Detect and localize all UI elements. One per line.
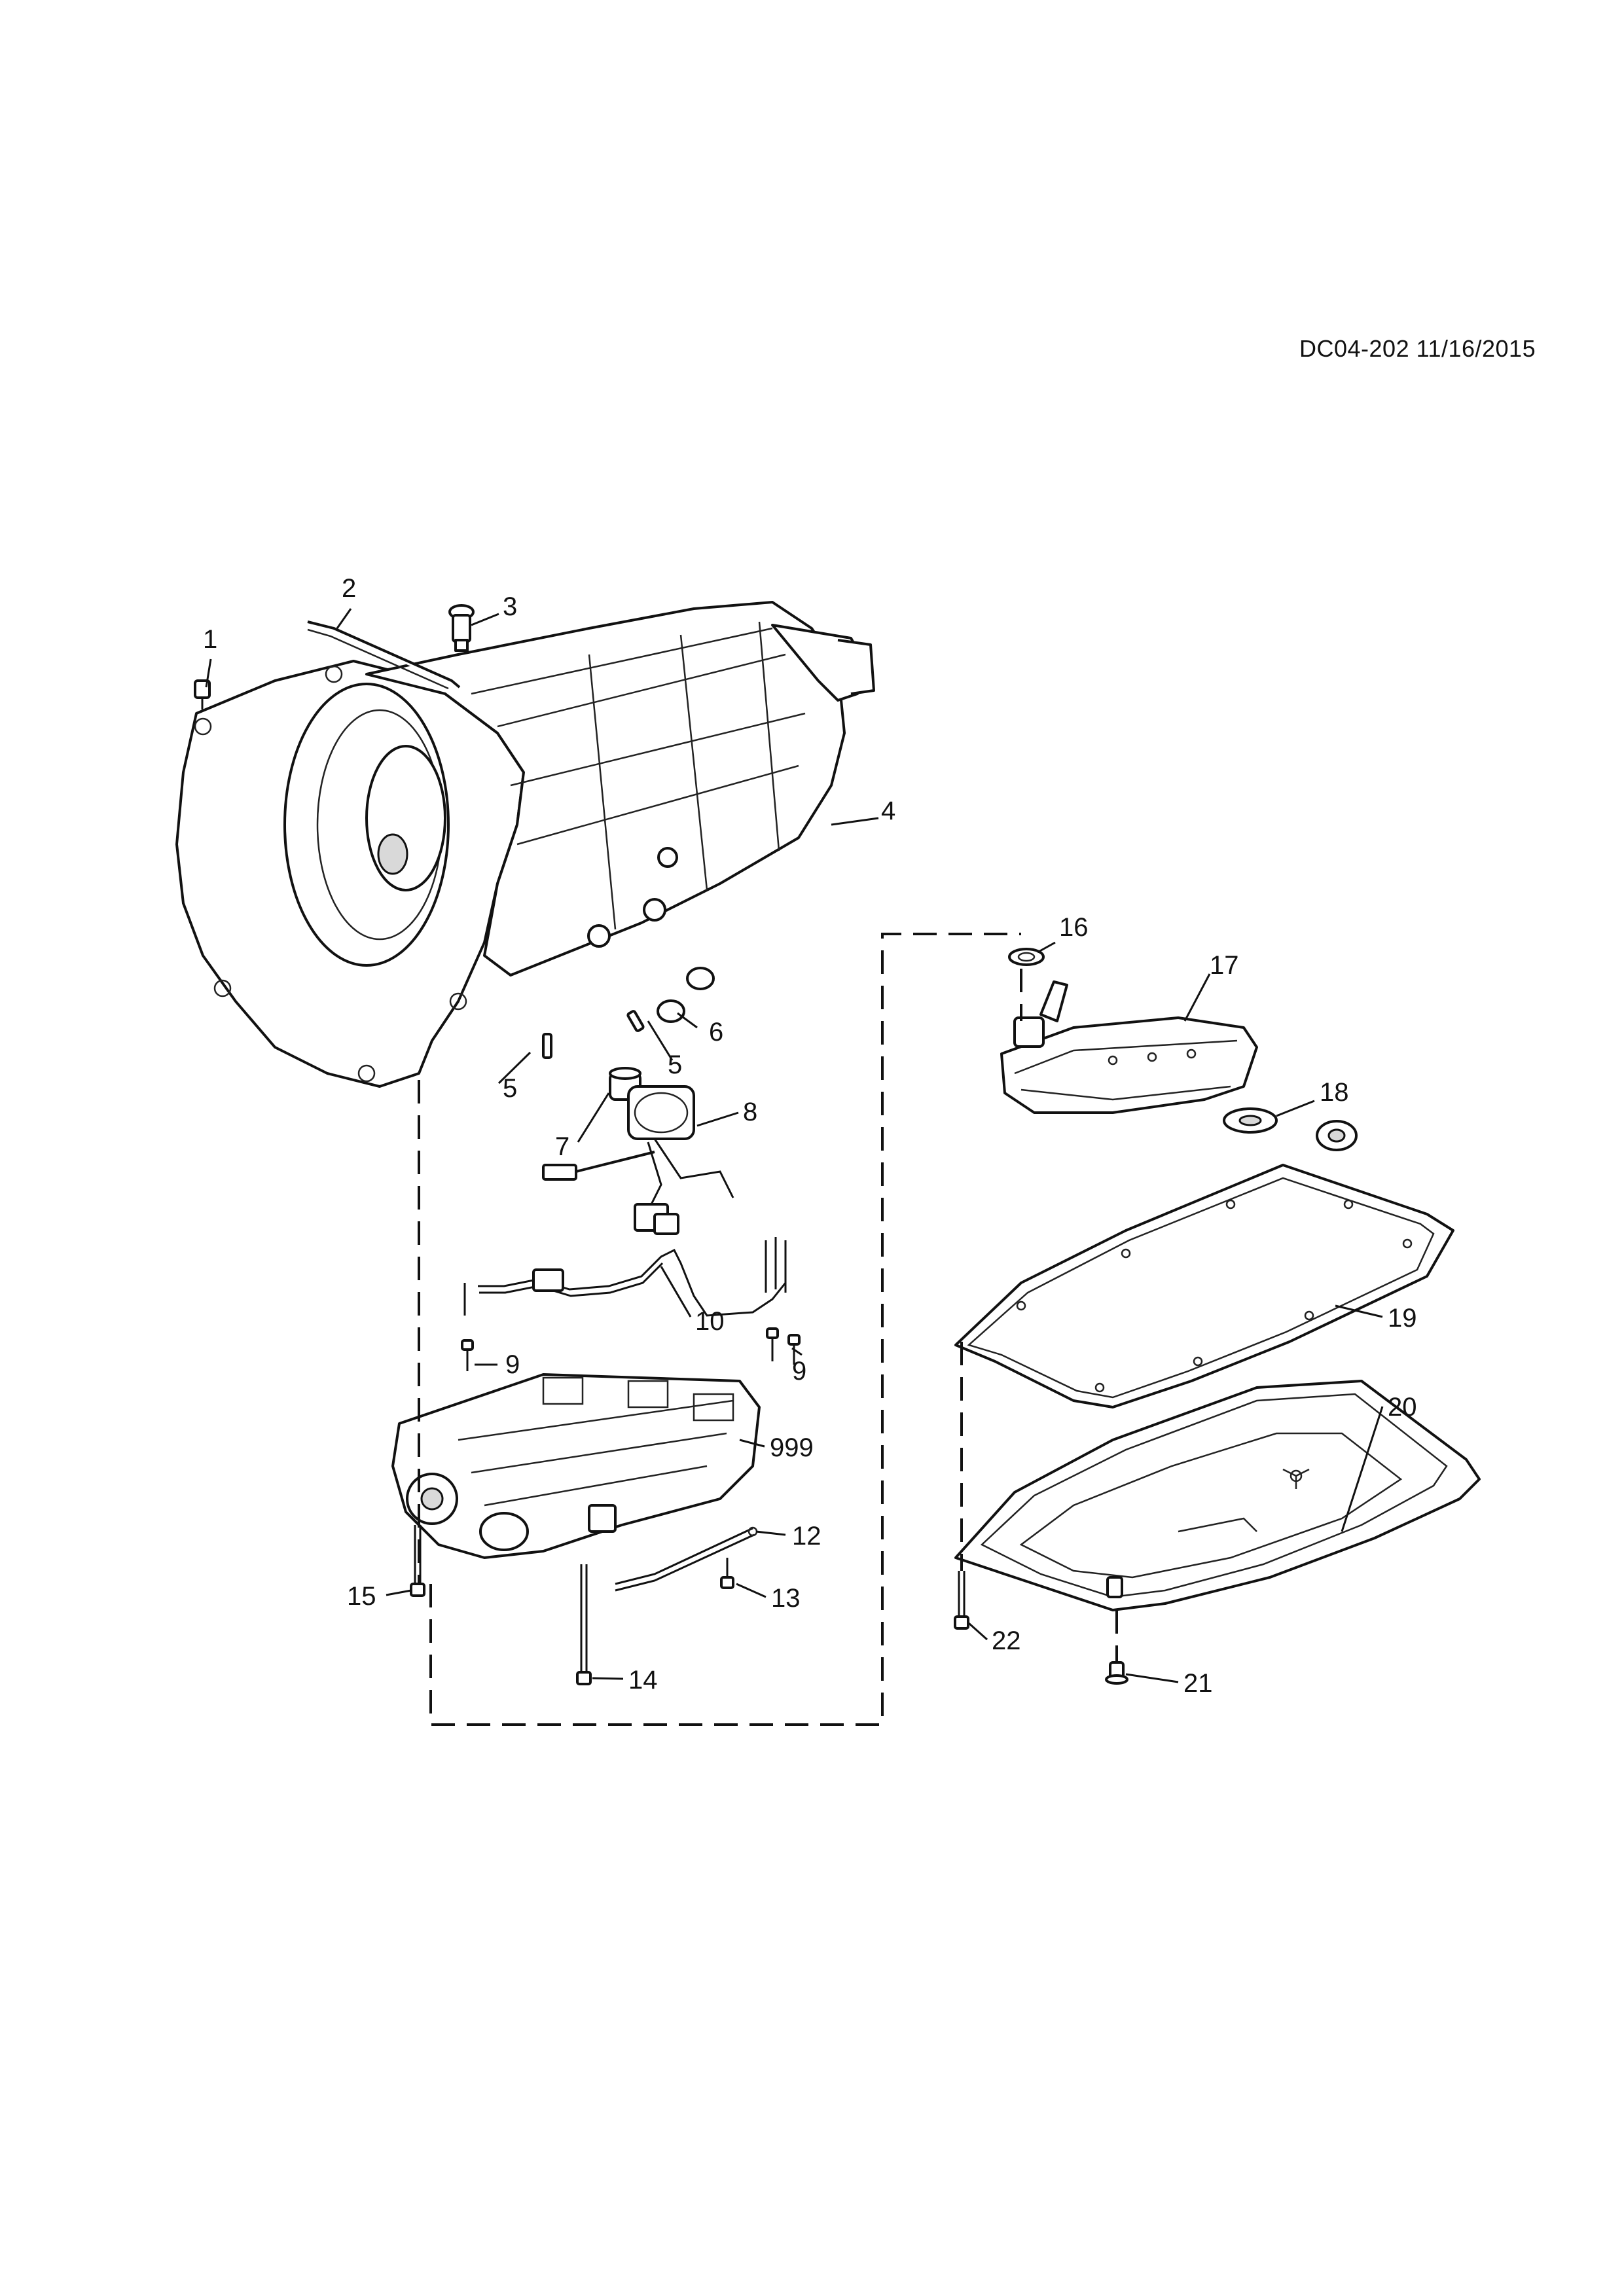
part-6-plugs bbox=[657, 967, 715, 1023]
part-22-pan-bolt bbox=[954, 1571, 969, 1630]
transmission-case bbox=[175, 601, 875, 1088]
callout-18: 18 bbox=[1320, 1078, 1349, 1107]
part-12-bracket bbox=[615, 1526, 758, 1592]
callout-14: 14 bbox=[628, 1666, 658, 1695]
part-5-pins bbox=[542, 1010, 645, 1059]
callout-3: 3 bbox=[503, 592, 517, 621]
callout-10: 10 bbox=[695, 1307, 725, 1336]
document-id-date: DC04-202 11/16/2015 bbox=[1299, 335, 1536, 362]
assembly-reference-lines bbox=[418, 933, 1118, 1726]
callout-21: 21 bbox=[1183, 1669, 1213, 1698]
part-3-plug bbox=[448, 604, 475, 652]
part-19-gasket bbox=[954, 1164, 1454, 1408]
part-21-drain-plug bbox=[1105, 1661, 1128, 1685]
callout-17: 17 bbox=[1210, 951, 1239, 980]
callout-5-left: 5 bbox=[503, 1074, 517, 1103]
part-999-valve-body bbox=[391, 1373, 761, 1559]
callout-12: 12 bbox=[792, 1522, 821, 1551]
part-20-oil-pan bbox=[954, 1380, 1481, 1611]
part-9-bolts bbox=[461, 1327, 801, 1371]
callout-999: 999 bbox=[770, 1433, 814, 1462]
part-14-long-bolt bbox=[576, 1564, 592, 1685]
callout-9-left: 9 bbox=[505, 1350, 520, 1379]
part-16-seal-ring bbox=[1008, 948, 1045, 966]
callout-2: 2 bbox=[342, 574, 356, 603]
callout-16: 16 bbox=[1059, 913, 1089, 942]
part-18-washers bbox=[1223, 1107, 1358, 1151]
part-10-wiring-harness bbox=[463, 1237, 787, 1317]
callout-22: 22 bbox=[992, 1626, 1021, 1655]
part-2-vent-tube bbox=[307, 620, 461, 690]
callout-20: 20 bbox=[1388, 1393, 1417, 1422]
callout-7: 7 bbox=[555, 1132, 569, 1161]
part-17-filter bbox=[1000, 980, 1258, 1114]
callout-4: 4 bbox=[881, 797, 895, 825]
callout-5-right: 5 bbox=[668, 1050, 682, 1079]
callout-13: 13 bbox=[771, 1584, 801, 1613]
callout-1: 1 bbox=[203, 625, 217, 654]
leader-lines bbox=[205, 608, 1384, 1683]
callout-8: 8 bbox=[743, 1098, 757, 1126]
callout-15: 15 bbox=[347, 1582, 376, 1611]
part-8-connector-harness bbox=[542, 1085, 734, 1235]
part-13-bolt bbox=[720, 1558, 734, 1589]
callout-6: 6 bbox=[709, 1018, 723, 1047]
callout-19: 19 bbox=[1388, 1304, 1417, 1333]
callout-labels: 1 2 3 4 5 5 6 7 8 9 9 10 999 12 13 14 15… bbox=[203, 574, 1417, 1698]
callout-9-right: 9 bbox=[792, 1357, 806, 1386]
